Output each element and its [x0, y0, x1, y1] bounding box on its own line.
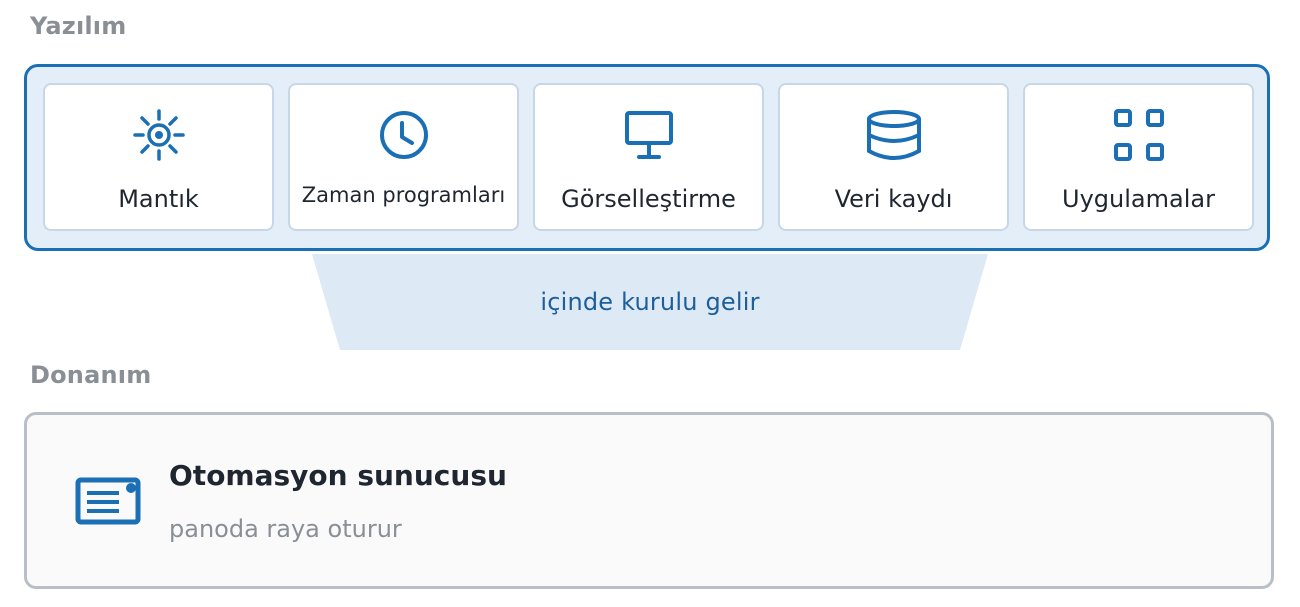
- card-logic-label: Mantık: [118, 185, 199, 213]
- software-panel: Mantık Zaman programları Görselleştirme: [24, 64, 1270, 251]
- hardware-section-label: Donanım: [30, 361, 152, 389]
- software-card-row: Mantık Zaman programları Görselleştirme: [43, 83, 1254, 231]
- database-icon: [864, 105, 924, 165]
- card-logic[interactable]: Mantık: [43, 83, 274, 231]
- apps-grid-icon: [1109, 105, 1169, 165]
- clock-icon: [374, 105, 434, 165]
- card-schedules-label: Zaman programları: [301, 183, 506, 207]
- device-title: Otomasyon sunucusu: [169, 459, 507, 492]
- connector-label: içinde kurulu gelir: [540, 288, 760, 316]
- card-visualization-label: Görselleştirme: [561, 185, 736, 213]
- hardware-panel: Otomasyon sunucusu panoda raya oturur: [24, 412, 1274, 589]
- card-apps[interactable]: Uygulamalar: [1023, 83, 1254, 231]
- software-section-label: Yazılım: [30, 12, 127, 40]
- card-visualization[interactable]: Görselleştirme: [533, 83, 764, 231]
- server-module-icon: [75, 477, 141, 525]
- connector-funnel-shape: [312, 254, 988, 350]
- monitor-icon: [619, 105, 679, 165]
- sun-gear-icon: [129, 105, 189, 165]
- device-subtitle: panoda raya oturur: [169, 515, 402, 543]
- card-apps-label: Uygulamalar: [1062, 185, 1215, 213]
- card-data-logging-label: Veri kaydı: [834, 185, 953, 213]
- card-schedules[interactable]: Zaman programları: [288, 83, 519, 231]
- card-data-logging[interactable]: Veri kaydı: [778, 83, 1009, 231]
